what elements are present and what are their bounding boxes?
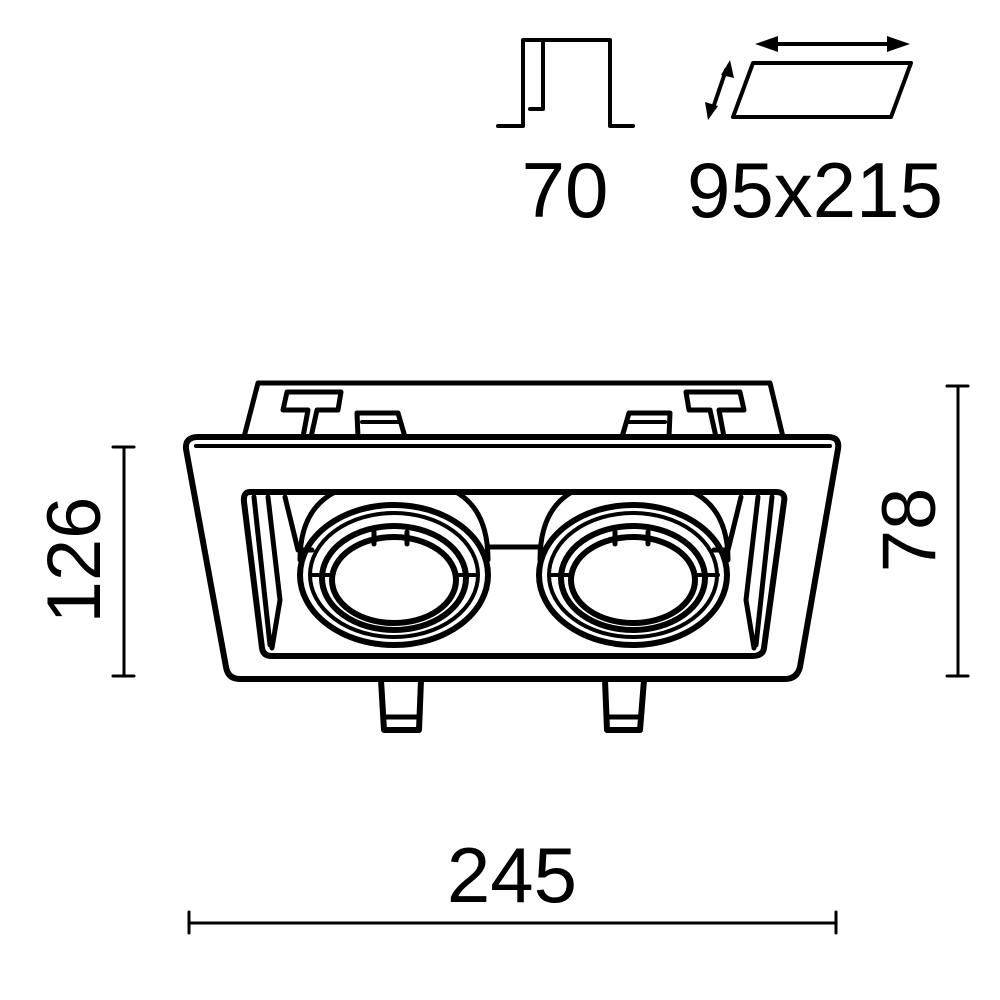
downlight-fixture [182,380,842,733]
top-clip-right [683,389,747,440]
top-tab-left [354,410,408,440]
top-clip-left [280,389,344,440]
lamp-left [297,489,491,648]
cutout-depth-value: 70 [522,146,609,234]
recess-depth-icon [496,38,635,128]
lamp-right [536,489,731,648]
cutout-size-value: 95x215 [687,146,943,234]
top-tab-right [619,410,673,440]
rear-housing [241,380,786,440]
width-value: 245 [447,831,577,919]
height-total-value: 126 [32,497,117,624]
height-visible-value: 78 [867,488,952,573]
dimension-width [187,910,838,935]
dimension-height-total [111,445,136,678]
bottom-clip-left [378,677,424,733]
bottom-clip-right [602,677,647,733]
dimension-height-visible [945,384,970,678]
cutout-dimensions-icon [705,36,913,120]
inner-opening [240,489,788,659]
outer-bezel [182,434,842,682]
